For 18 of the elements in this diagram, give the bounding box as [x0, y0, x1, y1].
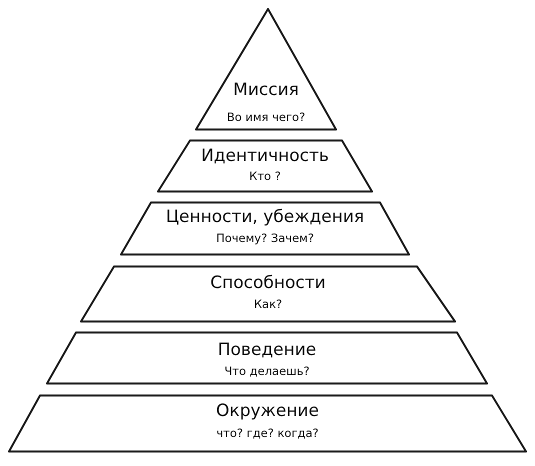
tier-question: Во имя чего?: [226, 111, 306, 125]
tier-title: Способности: [210, 274, 326, 294]
pyramid-tier: [120, 201, 410, 256]
tier-title: Миссия: [233, 81, 299, 101]
tier-title: Поведение: [218, 341, 316, 361]
pyramid-tier: [157, 139, 373, 193]
tier-question: Кто ?: [249, 170, 281, 184]
tier-question: Что делаешь?: [224, 365, 310, 379]
pyramid-apex-triangle: [195, 8, 337, 131]
tier-question: Как?: [254, 298, 282, 312]
pyramid-tier: [80, 265, 456, 323]
pyramid-tier: [8, 394, 527, 453]
tier-question: что? где? когда?: [216, 427, 319, 441]
tier-question: Почему? Зачем?: [216, 232, 314, 246]
tier-title: Окружение: [216, 402, 319, 422]
tier-title: Ценности, убеждения: [166, 208, 364, 228]
tier-title: Идентичность: [201, 147, 329, 167]
pyramid-tier: [46, 331, 488, 385]
